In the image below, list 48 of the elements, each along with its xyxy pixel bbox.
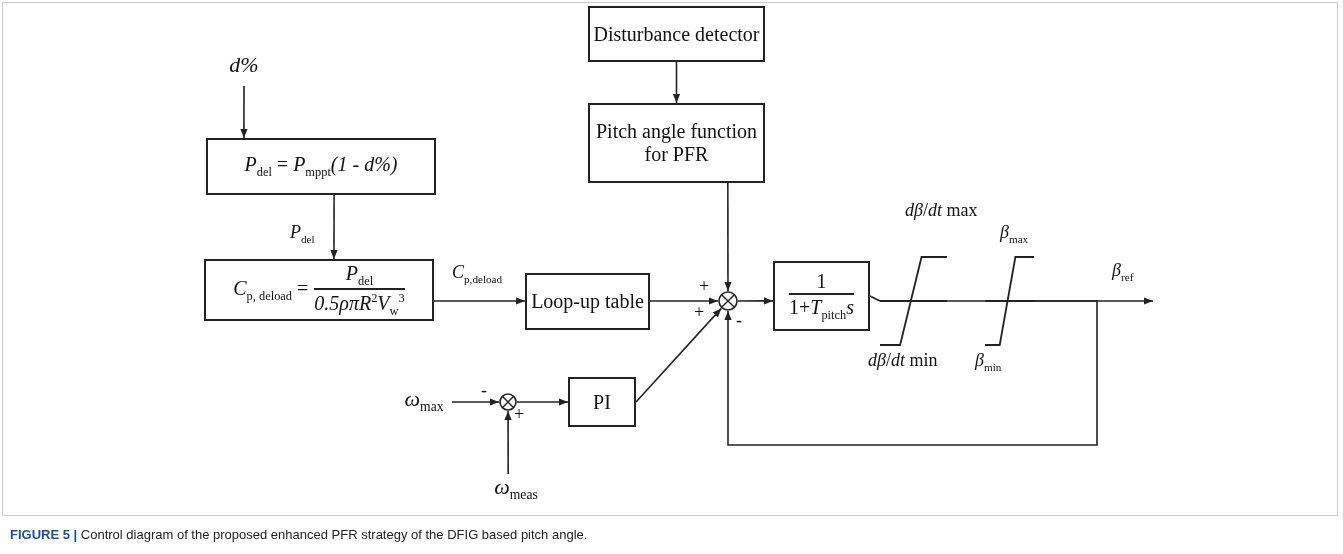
formula-label: C$_{p, deload}$ =	[233, 276, 309, 304]
arrow	[330, 194, 338, 260]
edge-label: +	[699, 276, 710, 297]
block-label: Disturbance detector	[593, 22, 760, 46]
block-box	[525, 273, 650, 330]
signal-label: ω$_{meas}$	[486, 474, 546, 508]
edge-label: +	[514, 404, 525, 425]
limiter-symbol	[985, 256, 1034, 346]
limit-label: β$_{max}$	[1000, 222, 1029, 245]
numerator: P$_{del}$	[345, 261, 374, 289]
block-label: P$_{del}$ = P$_{mppt}$(1 - d%)	[244, 153, 398, 180]
edge-label: β$_{ref}$	[1112, 260, 1134, 283]
arrow	[635, 307, 723, 403]
arrow	[516, 398, 569, 406]
block-box	[204, 259, 434, 321]
edge-label: -	[736, 310, 742, 331]
block-box	[568, 377, 636, 427]
block-label: Loop-up table	[531, 290, 644, 313]
block-box	[206, 138, 436, 195]
signal-label: ω$_{max}$	[396, 386, 452, 420]
numerator: 1	[816, 269, 827, 293]
arrow	[504, 410, 512, 475]
block-label: PI	[593, 390, 611, 414]
edge-label: P$_{del}$	[290, 222, 315, 245]
caption: FIGURE 5 | Control diagram of the proposed enhanced PFR strategy of the DFIG based pitch angle.	[10, 527, 588, 542]
block-box	[588, 6, 765, 62]
arrow	[649, 297, 719, 305]
edge-label: -	[481, 380, 487, 401]
arrow	[737, 297, 774, 305]
arrow	[724, 300, 1098, 446]
limit-label: dβ/dt max	[905, 200, 978, 221]
signal-label: d%	[218, 52, 270, 86]
arrow	[433, 297, 526, 305]
summing-junction	[718, 291, 738, 311]
transfer-function-box	[773, 261, 870, 331]
edge-label: +	[694, 302, 705, 323]
block-label: Pitch angle function for PFR	[594, 120, 759, 166]
denominator: 1+T$_{pitch}$s	[789, 292, 854, 323]
edge-label: C$_{p,deload}$	[452, 262, 503, 285]
block-box	[588, 103, 765, 183]
summing-junction	[499, 393, 517, 411]
arrow	[724, 182, 732, 292]
arrow	[451, 398, 500, 406]
arrow	[672, 61, 681, 104]
limit-label: dβ/dt min	[868, 350, 938, 371]
limiter-symbol	[880, 256, 947, 346]
limit-label: β$_{min}$	[975, 350, 1002, 373]
arrow	[240, 85, 248, 139]
